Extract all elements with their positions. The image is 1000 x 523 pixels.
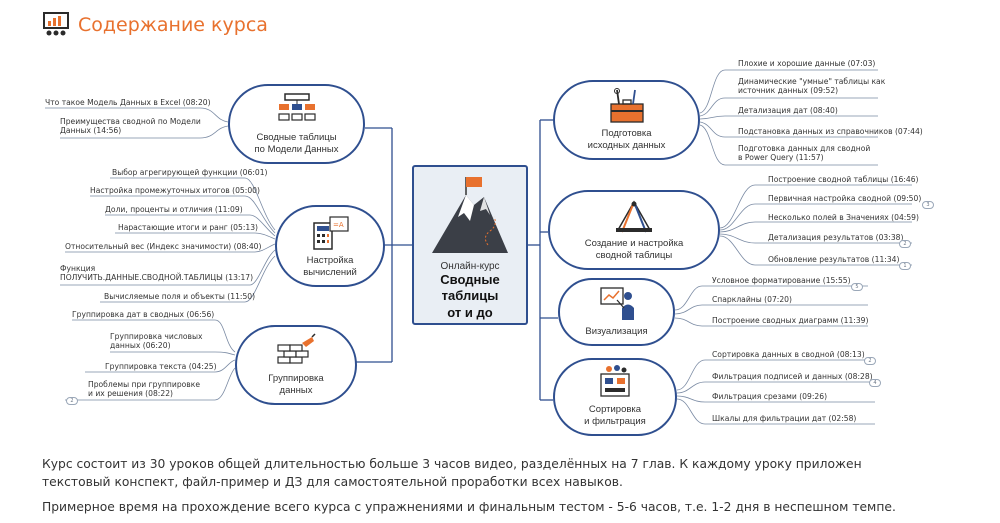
center-course-card: Онлайн-курс Сводные таблицы от и до <box>412 165 528 325</box>
lesson-models-1[interactable]: Что такое Модель Данных в Excel (08:20) <box>45 98 211 107</box>
lesson-sort-3[interactable]: Фильтрация срезами (09:26) <box>712 392 828 401</box>
branch-data-preparation-label: Подготовка исходных данных <box>587 128 666 151</box>
lesson-sort-1-badge: 2 <box>864 357 876 365</box>
branch-grouping[interactable]: Группировка данных <box>235 325 357 405</box>
branch-grouping-label: Группировка данных <box>268 373 324 396</box>
lesson-calc-4[interactable]: Нарастающие итоги и ранг (05:13) <box>118 223 258 232</box>
lesson-create-3[interactable]: Несколько полей в Значениях (04:59) <box>768 213 919 222</box>
lesson-group-2[interactable]: Группировка числовых данных (06:20) <box>110 332 203 350</box>
lesson-calc-6[interactable]: Функция ПОЛУЧИТЬ.ДАННЫЕ.СВОДНОЙ.ТАБЛИЦЫ … <box>60 264 254 282</box>
lesson-create-1[interactable]: Построение сводной таблицы (16:46) <box>768 175 919 184</box>
calculator-icon: =A <box>313 216 349 250</box>
course-description: Курс состоит из 30 уроков общей длительн… <box>42 457 862 489</box>
drafting-tools-icon <box>616 200 652 233</box>
lesson-create-4[interactable]: Детализация результатов (03:38) <box>768 233 904 242</box>
lesson-calc-2[interactable]: Настройка промежуточных итогов (05:00) <box>90 186 260 195</box>
lesson-group-4[interactable]: Проблемы при группировке и их решения (0… <box>88 380 201 398</box>
lesson-group-1[interactable]: Группировка дат в сводных (06:56) <box>72 310 215 319</box>
branch-visualization-label: Визуализация <box>585 325 648 337</box>
lesson-group-4-badge: 2 <box>66 397 78 405</box>
lesson-sort-4[interactable]: Шкалы для фильтрации дат (02:58) <box>712 414 857 423</box>
lesson-viz-1[interactable]: Условное форматирование (15:55) <box>712 276 851 285</box>
mountain-flag-icon <box>432 177 508 253</box>
center-title: Сводные таблицы от и до <box>440 272 500 320</box>
data-model-icon <box>277 93 316 121</box>
branch-visualization[interactable]: Визуализация <box>558 278 675 346</box>
lesson-prep-2[interactable]: Динамические "умные" таблицы как источни… <box>738 77 886 95</box>
lesson-create-5[interactable]: Обновление результатов (11:34) <box>768 255 900 264</box>
lesson-create-2[interactable]: Первичная настройка сводной (09:50) <box>768 194 922 203</box>
branch-sort-filter[interactable]: Сортировка и фильтрация <box>553 358 677 436</box>
lesson-sort-2-badge: 4 <box>869 379 881 387</box>
svg-text:=A: =A <box>333 221 344 229</box>
lesson-create-2-badge: 3 <box>922 201 934 209</box>
branch-sort-filter-label: Сортировка и фильтрация <box>584 404 646 427</box>
bricks-trowel-icon <box>277 333 316 364</box>
lesson-viz-3[interactable]: Построение сводных диаграмм (11:39) <box>712 316 869 325</box>
lesson-create-4-badge: 2 <box>899 240 911 248</box>
branch-data-model[interactable]: Сводные таблицы по Модели Данных <box>228 84 365 164</box>
sorting-machine-icon <box>600 365 630 397</box>
presentation-chart-icon <box>43 12 69 36</box>
lesson-calc-1[interactable]: Выбор агрегирующей функции (06:01) <box>112 168 268 177</box>
lesson-models-2[interactable]: Преимущества сводной по Модели Данных (1… <box>60 117 201 135</box>
course-contents-header: Содержание курса <box>42 10 268 40</box>
lesson-prep-3[interactable]: Детализация дат (08:40) <box>738 106 838 115</box>
lesson-sort-1[interactable]: Сортировка данных в сводной (08:13) <box>712 350 865 359</box>
lesson-sort-2[interactable]: Фильтрация подписей и данных (08:28) <box>712 372 873 381</box>
branch-calculations[interactable]: =A Настройка вычислений <box>275 205 385 287</box>
branch-calculations-label: Настройка вычислений <box>303 255 357 278</box>
lesson-calc-7[interactable]: Вычисляемые поля и объекты (11:50) <box>104 292 256 301</box>
lesson-create-5-badge: 1 <box>899 262 911 270</box>
lesson-viz-1-badge: 5 <box>851 283 863 291</box>
lesson-group-3[interactable]: Группировка текста (04:25) <box>105 362 217 371</box>
toolbox-icon <box>609 88 644 123</box>
lesson-calc-5[interactable]: Относительный вес (Индекс значимости) (0… <box>65 242 262 251</box>
center-subtitle: Онлайн-курс <box>440 261 500 272</box>
lesson-viz-2[interactable]: Спарклайны (07:20) <box>712 295 792 304</box>
branch-data-model-label: Сводные таблицы по Модели Данных <box>254 132 339 155</box>
branch-data-preparation[interactable]: Подготовка исходных данных <box>553 80 700 160</box>
branch-create-pivot[interactable]: Создание и настройка сводной таблицы <box>548 190 720 270</box>
lesson-prep-5[interactable]: Подготовка данных для сводной в Power Qu… <box>738 144 871 162</box>
lesson-calc-3[interactable]: Доли, проценты и отличия (11:09) <box>105 205 243 214</box>
course-contents-title: Содержание курса <box>78 14 268 36</box>
lesson-prep-1[interactable]: Плохие и хорошие данные (07:03) <box>738 59 876 68</box>
branch-create-pivot-label: Создание и настройка сводной таблицы <box>584 238 684 261</box>
presenter-icon <box>599 286 634 320</box>
lesson-prep-4[interactable]: Подстановка данных из справочников (07:4… <box>738 127 923 136</box>
course-duration-note: Примерное время на прохождение всего кур… <box>42 500 896 514</box>
